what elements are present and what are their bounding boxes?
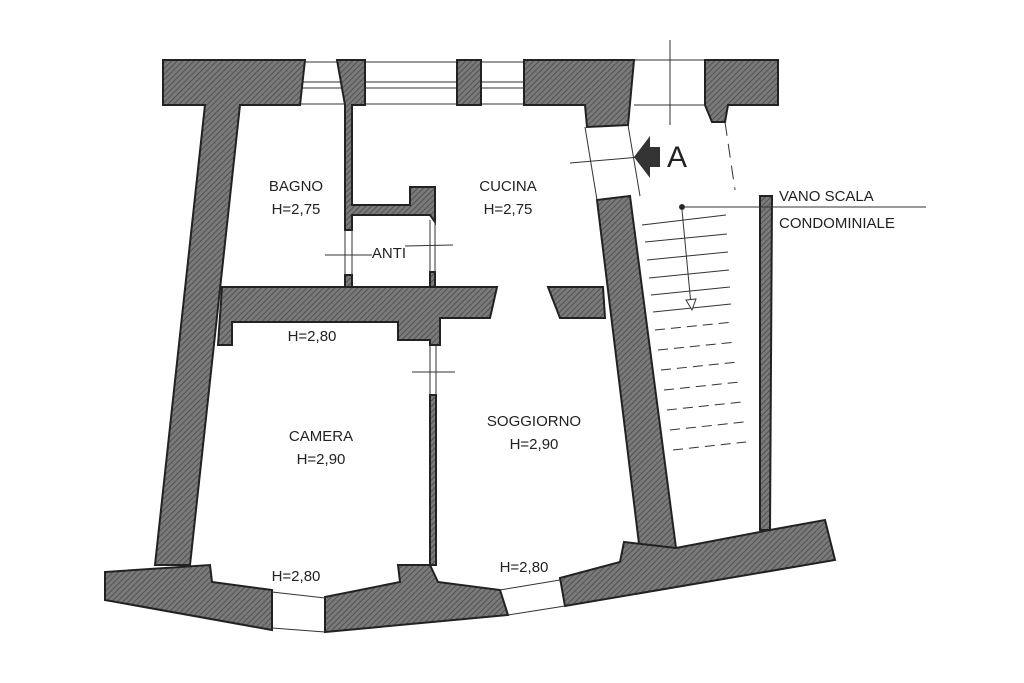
entrance-marker: A [667,141,687,174]
room-cucina-height: H=2,75 [484,201,533,218]
soggiorno-bottom-height: H=2,80 [500,559,549,576]
room-camera-name: CAMERA [289,428,353,445]
room-cucina-name: CUCINA [479,178,537,195]
walls [104,59,837,634]
room-soggiorno-name: SOGGIORNO [487,413,581,430]
camera-top-height: H=2,80 [288,328,337,345]
room-soggiorno-height: H=2,90 [510,436,559,453]
camera-bottom-height: H=2,80 [272,568,321,585]
staircase[interactable] [641,204,926,451]
door-lines [271,121,736,633]
room-bagno-height: H=2,75 [272,201,321,218]
room-anti-name: ANTI [372,245,406,262]
stair-label-line1: VANO SCALA [779,188,874,205]
entrance-arrow-icon [634,136,660,178]
room-camera-height: H=2,90 [297,451,346,468]
room-bagno-name: BAGNO [269,178,323,195]
stair-label-line2: CONDOMINIALE [779,215,895,232]
